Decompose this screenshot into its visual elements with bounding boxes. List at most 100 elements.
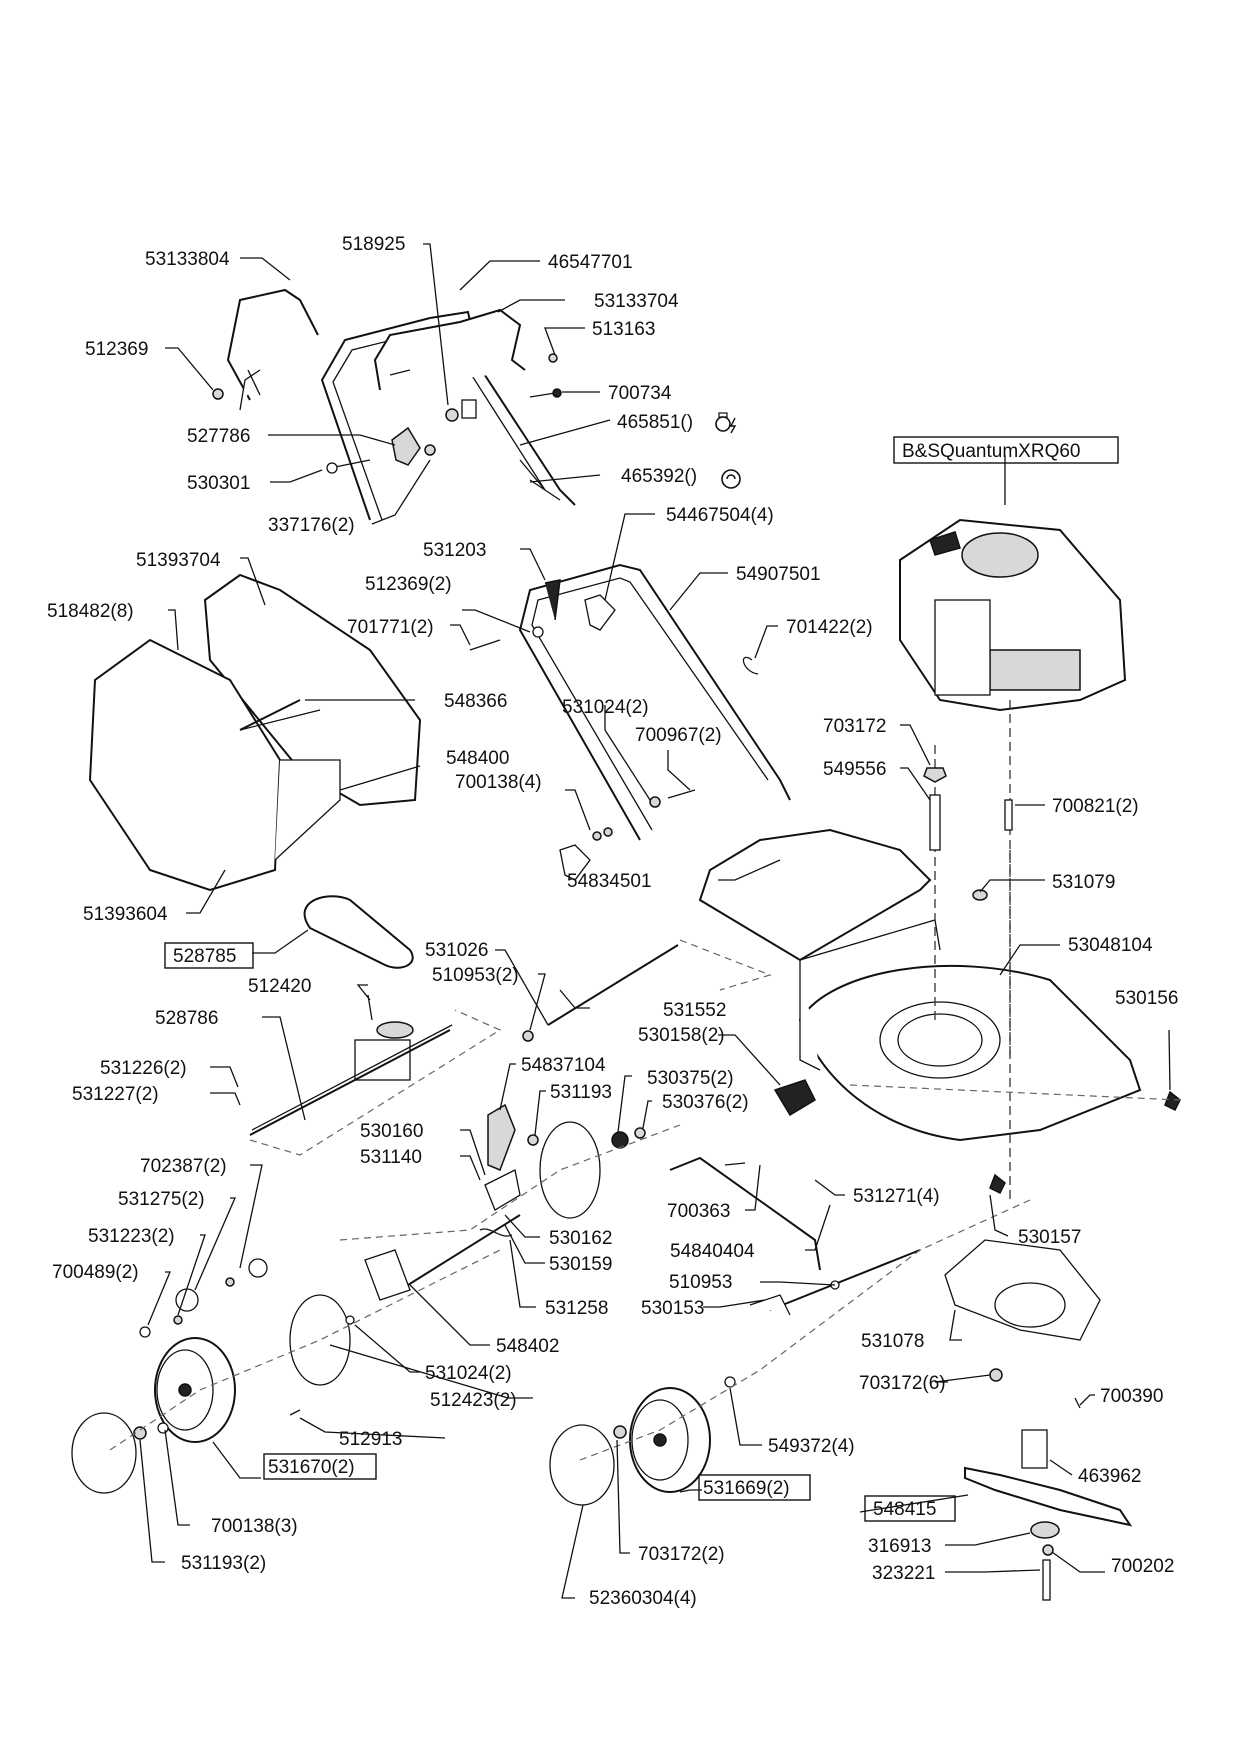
drive-engage-symbol-icon [721,469,741,489]
blade-548415 [964,1466,1133,1527]
label-337176: 337176(2) [268,515,355,536]
label-527786: 527786 [187,426,250,447]
axle-548402 [399,1214,521,1291]
label-701422: 701422(2) [786,617,873,638]
label-700734: 700734 [608,383,672,404]
spring-531258 [479,1228,513,1237]
label-549556: 549556 [823,759,886,780]
nut-512369 [212,388,224,400]
label-700202: 700202 [1111,1556,1174,1577]
label-316913: 316913 [868,1536,931,1557]
label-512913: 512913 [339,1429,402,1450]
label-512369: 512369 [85,339,148,360]
bolt-323221 [1042,1559,1051,1601]
grass-catcher [88,573,422,892]
label-701771: 701771(2) [347,617,434,638]
label-528785: 528785 [173,946,236,967]
washer-316913 [1030,1521,1060,1539]
label-531203: 531203 [423,540,486,561]
label-703172-2: 703172(2) [638,1544,725,1565]
bracket-530158 [773,1079,816,1117]
label-531078: 531078 [861,1331,924,1352]
label-51393704: 51393704 [136,550,221,571]
gear-531275 [175,1288,199,1312]
gearbox-528786 [249,1021,453,1136]
label-531670: 531670(2) [268,1457,355,1478]
label-53048104: 53048104 [1068,935,1153,956]
label-703172: 703172 [823,716,886,737]
label-512423: 512423(2) [430,1390,517,1411]
label-528786: 528786 [155,1008,218,1029]
label-702387: 702387(2) [140,1156,227,1177]
label-323221: 323221 [872,1563,935,1584]
handle-bar-right [373,308,526,391]
label-531024-a: 531024(2) [562,697,649,718]
label-703172-6: 703172(6) [859,1373,946,1394]
hubcap-512423 [289,1294,351,1386]
label-530158: 530158(2) [638,1025,725,1046]
label-54840404: 54840404 [670,1241,755,1262]
label-531275: 531275(2) [118,1189,205,1210]
label-530153: 530153 [641,1298,704,1319]
screw-700967 [667,789,696,799]
latch-530156 [1164,1090,1181,1112]
label-700138-4: 700138(4) [455,772,542,793]
label-53133804: 53133804 [145,249,230,270]
label-531193-2: 531193(2) [181,1553,266,1574]
label-box-548415 [864,1495,956,1522]
part-labels: 53133804 518925 46547701 53133704 512369… [47,234,1178,1609]
rod-531026 [547,944,679,1026]
label-465851: 465851() [617,412,693,433]
bracket-530153 [749,1294,791,1316]
label-465392: 465392() [621,466,697,487]
label-518482: 518482(8) [47,601,134,622]
label-549372: 549372(4) [768,1436,855,1457]
label-531193: 531193 [550,1082,612,1103]
engine-label-box [893,436,1119,464]
axle-54840404 [669,1156,821,1271]
label-512369-2: 512369(2) [365,574,452,595]
lever-54837104 [487,1103,516,1171]
label-530156: 530156 [1115,988,1178,1009]
cables [519,459,561,501]
label-463962: 463962 [1078,1466,1141,1487]
screw-512913 [289,1409,301,1416]
engine [899,518,1127,712]
deck-53048104 [798,919,1142,1142]
label-51393604: 51393604 [83,904,168,925]
lever-527786 [391,426,421,466]
label-700363: 700363 [667,1201,730,1222]
label-531271: 531271(4) [853,1186,940,1207]
engine-label: B&SQuantumXRQ60 [902,441,1080,462]
clip-518925 [461,399,477,419]
washer-513163 [548,353,558,363]
label-531227: 531227(2) [72,1084,159,1105]
washer-531079 [972,889,988,901]
knob-54467504 [584,594,616,631]
label-518925: 518925 [342,234,405,255]
label-531026: 531026 [425,940,488,961]
washer-549372 [724,1376,736,1388]
clip-531203 [544,579,561,621]
ring-701422 [742,656,759,675]
plate-530159 [484,1169,521,1211]
bolt-700734 [529,392,556,398]
label-54834501: 54834501 [567,871,652,892]
label-52360304: 52360304(4) [589,1588,697,1609]
label-531552: 531552 [663,1000,726,1021]
label-530376: 530376(2) [662,1092,749,1113]
label-531140: 531140 [360,1147,422,1168]
label-53133704: 53133704 [594,291,679,312]
label-512420: 512420 [248,976,311,997]
label-510953: 510953 [669,1272,732,1293]
assembly-lines [109,939,1181,1461]
front-wheel [629,1387,711,1493]
label-530162: 530162 [549,1228,612,1249]
lower-handle [518,563,791,841]
stud-549556 [929,794,941,851]
label-548415: 548415 [873,1499,936,1520]
label-530159: 530159 [549,1254,612,1275]
label-700138-3: 700138(3) [211,1516,298,1537]
hub-530162 [539,1121,601,1219]
